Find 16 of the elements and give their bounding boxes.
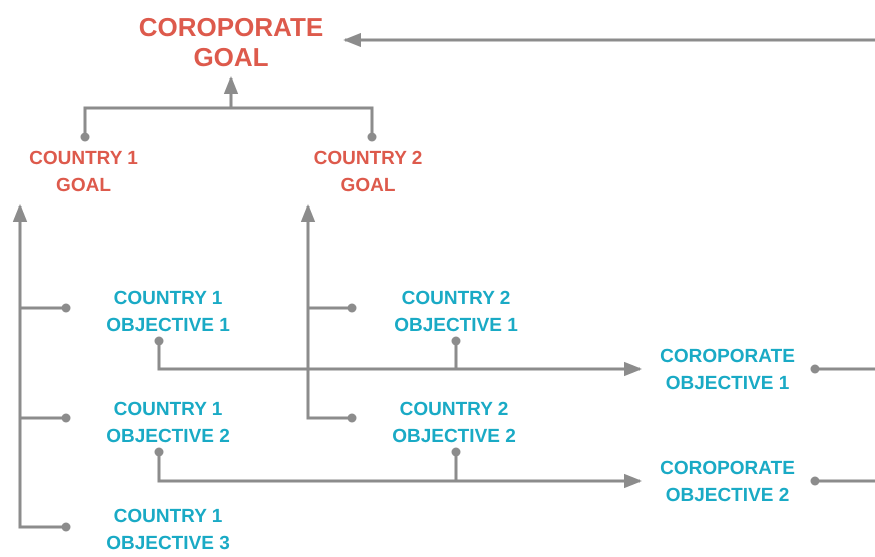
node-label: COUNTRY 1 OBJECTIVE 1 (105, 287, 231, 338)
connector-arrow (300, 204, 356, 422)
node-label: COUNTRY 2 OBJECTIVE 1 (393, 287, 519, 338)
connector-arrow (224, 76, 376, 142)
connector-arrow (452, 448, 642, 488)
node-label: COUNTRY 1 OBJECTIVE 2 (105, 398, 231, 449)
connector-arrow (452, 336, 642, 376)
node-label: COROPORATE OBJECTIVE 2 (659, 457, 796, 508)
node-label: COROPORATE OBJECTIVE 1 (659, 345, 796, 396)
node-label: COROPORATE GOAL (138, 12, 324, 72)
connector-arrow (12, 204, 70, 532)
node-label: COUNTRY 2 GOAL (312, 146, 424, 198)
node-label: COUNTRY 1 OBJECTIVE 3 (105, 505, 231, 556)
node-label: COUNTRY 2 OBJECTIVE 2 (391, 398, 517, 449)
connector-arrow (343, 32, 875, 48)
node-label: COUNTRY 1 GOAL (28, 146, 139, 198)
